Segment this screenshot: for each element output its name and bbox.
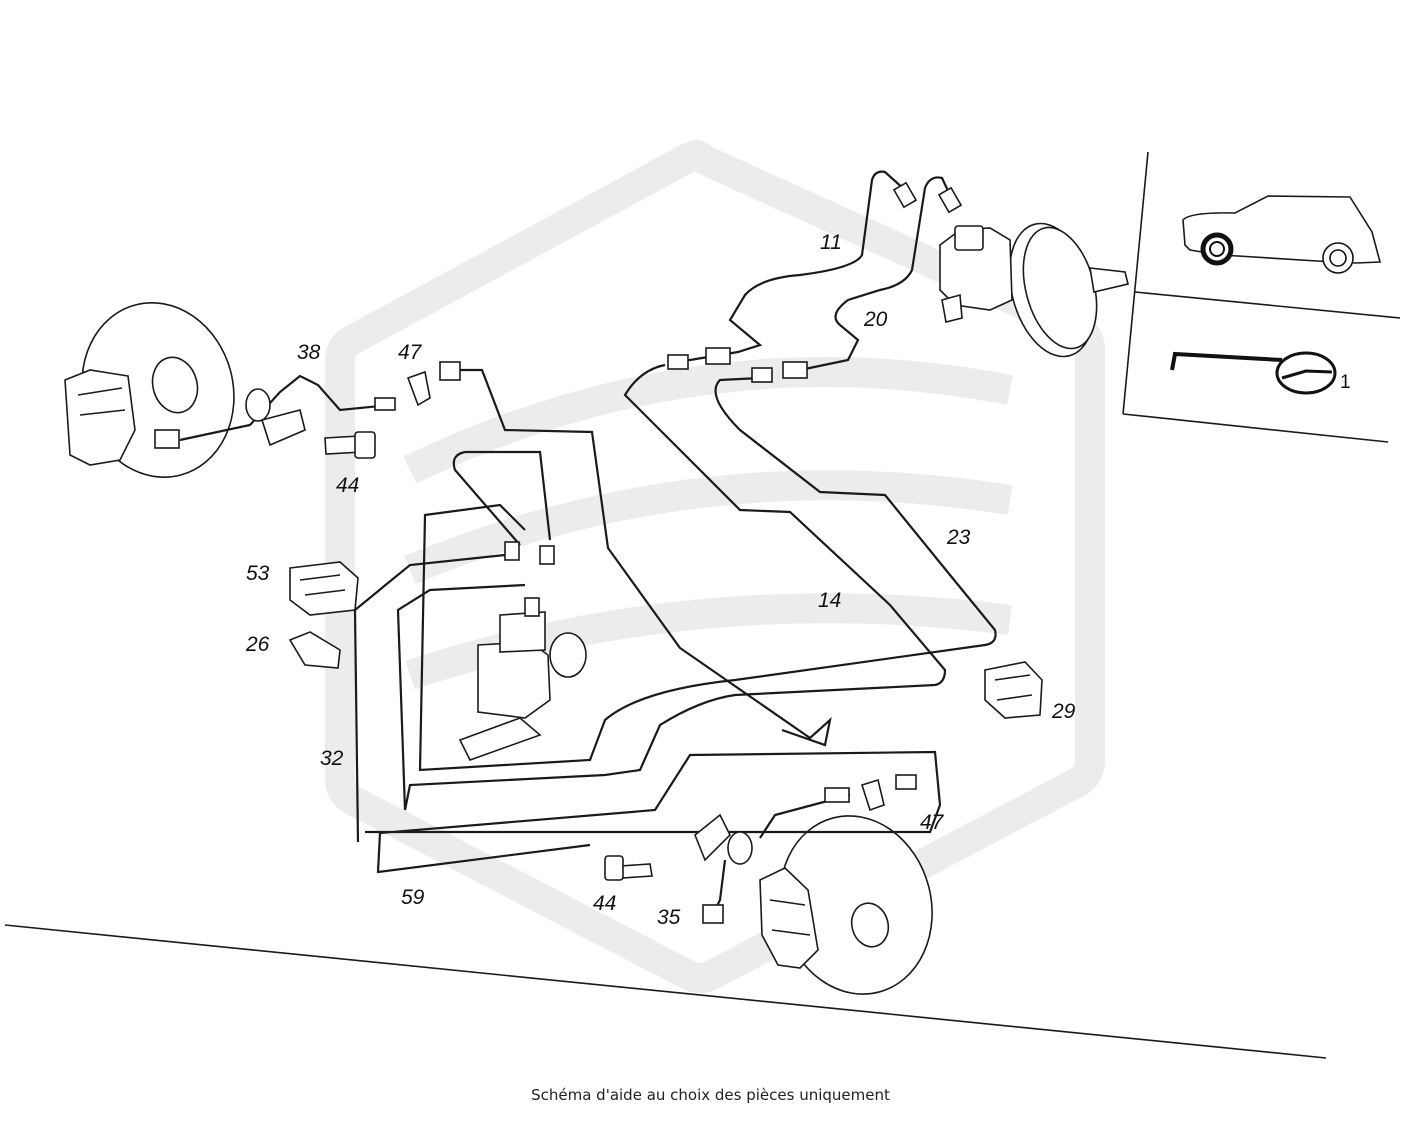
- brake-pipes: [179, 170, 997, 911]
- part-label-44-top[interactable]: 44: [336, 474, 359, 497]
- pipe-fittings: [154, 181, 963, 924]
- part-label-35[interactable]: 35: [657, 906, 681, 929]
- part-label-38[interactable]: 38: [297, 341, 321, 364]
- part-label-11[interactable]: 11: [820, 231, 842, 254]
- small-components: [245, 370, 1043, 881]
- part-label-47-top[interactable]: 47: [398, 341, 423, 364]
- part-label-32[interactable]: 32: [320, 747, 344, 770]
- part-label-26[interactable]: 26: [245, 633, 270, 656]
- inset-panel: 1: [1122, 151, 1401, 443]
- diagram-caption: Schéma d'aide au choix des pièces unique…: [531, 1086, 890, 1104]
- abs-hydraulic-unit: [458, 611, 587, 761]
- part-label-53[interactable]: 53: [246, 562, 270, 585]
- part-label-47-bottom[interactable]: 47: [920, 811, 945, 834]
- steering-wheel-icon: 1: [1170, 351, 1351, 395]
- ground-line: [4, 924, 1327, 1059]
- brake-booster: [939, 222, 1129, 358]
- vehicle-icon: [1182, 195, 1382, 274]
- part-label-23[interactable]: 23: [946, 526, 971, 549]
- left-brake-disc: [64, 302, 235, 478]
- part-label-59[interactable]: 59: [401, 886, 425, 909]
- part-number-labels: 11 20 38 47 44 23 53 14 26 29 32 47 59 4…: [245, 231, 1076, 929]
- inset-marker: 1: [1340, 372, 1351, 393]
- part-label-20[interactable]: 20: [863, 308, 888, 331]
- part-label-14[interactable]: 14: [818, 589, 841, 612]
- part-label-29[interactable]: 29: [1051, 700, 1076, 723]
- part-label-44-bottom[interactable]: 44: [593, 892, 616, 915]
- right-brake-disc: [759, 815, 933, 995]
